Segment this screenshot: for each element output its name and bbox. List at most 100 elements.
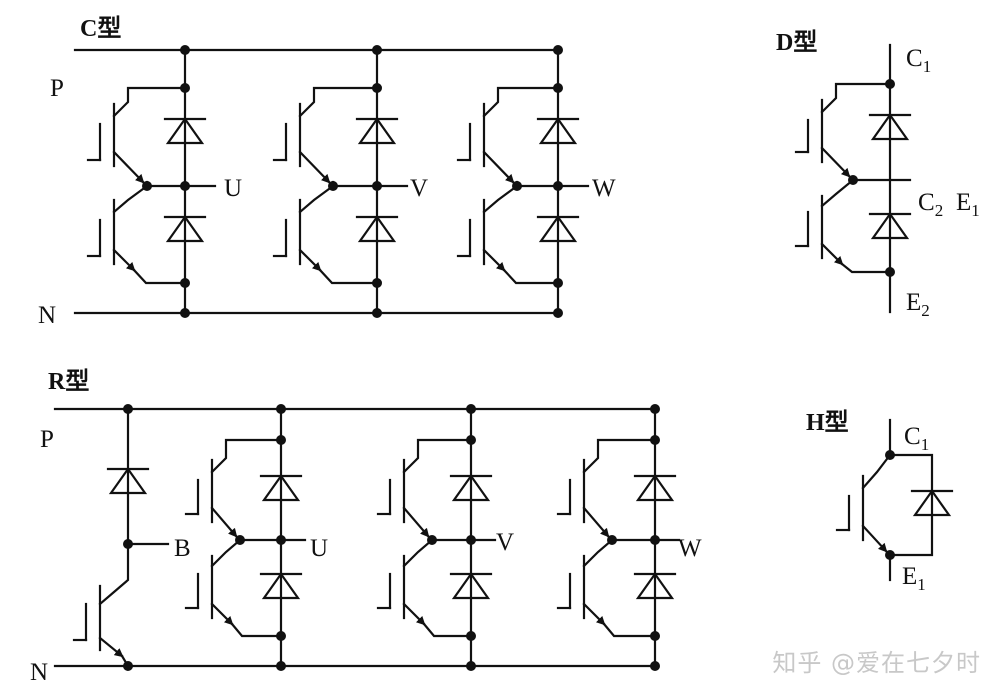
c-leg-1-q1e — [298, 150, 331, 184]
r-leg-2-diode-bottom — [635, 572, 675, 600]
d-diode-bottom — [870, 212, 910, 240]
r-leg-2-dot-node — [607, 535, 617, 545]
r-type-output-w: W — [678, 535, 702, 562]
r-leg-1-dot-c1 — [466, 435, 476, 445]
r-leg-2-dot-p — [650, 404, 660, 414]
h-dot-c — [885, 450, 895, 460]
r-leg-2-diode-top — [635, 474, 675, 502]
d-type-emitter2: E2 — [906, 289, 930, 320]
r-leg-2-dot-mid — [650, 535, 660, 545]
c-leg-1-dot-p — [372, 45, 382, 55]
r-leg-0-dot-n — [276, 661, 286, 671]
r-leg-2-q1c — [582, 438, 657, 474]
h-type-collector: C1 — [904, 423, 929, 454]
c-leg-0-diode-bottom — [165, 215, 205, 243]
h-dot-e — [885, 550, 895, 560]
r-leg-0-q1c — [210, 438, 283, 474]
r-leg-1-diode-bottom — [451, 572, 491, 600]
c-leg-2-q1e — [482, 150, 515, 184]
d-q2e — [820, 242, 844, 266]
r-leg-2-q2e2 — [602, 622, 657, 638]
r-leg-0-dot-e2 — [276, 631, 286, 641]
d-type-mid-c2: C2 — [918, 189, 943, 220]
r-brake-dot-p — [123, 404, 133, 414]
r-leg-1-dot-mid — [466, 535, 476, 545]
c-leg-2-dot-n — [553, 308, 563, 318]
r-brake-dot-n — [123, 661, 133, 671]
c-leg-0-diode-top — [165, 117, 205, 145]
r-leg-1-diode-top — [451, 474, 491, 502]
r-leg-0-dot-node — [235, 535, 245, 545]
c-leg-2-dot-mid — [553, 181, 563, 191]
r-leg-0-q2e — [210, 602, 234, 626]
d-dot-c1 — [885, 79, 895, 89]
h-q-e — [861, 524, 888, 553]
r-brake-dot-b — [123, 539, 133, 549]
r-type-rail-n: N — [30, 659, 48, 686]
r-type-output-v: V — [496, 529, 514, 556]
c-leg-2-dot-node — [512, 181, 522, 191]
r-leg-1-q2e — [402, 602, 426, 626]
r-leg-0-q1e — [210, 506, 238, 538]
c-leg-1-q2e2 — [318, 268, 379, 285]
c-leg-0-dot-p — [180, 45, 190, 55]
c-leg-1-q2e — [298, 248, 322, 272]
c-leg-0-dot-e2 — [180, 278, 190, 288]
r-leg-1-dot-node — [427, 535, 437, 545]
c-leg-1-dot-c1 — [372, 83, 382, 93]
c-leg-1-q2c — [298, 184, 335, 214]
c-leg-1-dot-n — [372, 308, 382, 318]
d-dot-e2 — [885, 267, 895, 277]
c-leg-0-q1e — [112, 150, 145, 184]
watermark: 知乎 @爱在七夕时 — [772, 649, 981, 677]
c-leg-1-diode-top — [357, 117, 397, 145]
c-leg-2-diode-bottom — [538, 215, 578, 243]
c-leg-1-dot-mid — [372, 181, 382, 191]
d-diode-top — [870, 113, 910, 141]
r-leg-1-q2e2 — [422, 622, 473, 638]
c-leg-2-q2e — [482, 248, 506, 272]
c-leg-0-dot-n — [180, 308, 190, 318]
r-type-title: R型 — [48, 368, 89, 395]
c-type-rail-n: N — [38, 302, 56, 329]
d-type-mid-e1: E1 — [956, 189, 980, 220]
r-leg-2-dot-c1 — [650, 435, 660, 445]
h-diode-loop — [888, 453, 934, 557]
c-leg-2-diode-top — [538, 117, 578, 145]
r-leg-0-q2e2 — [230, 622, 283, 638]
d-q1c — [820, 82, 892, 114]
r-leg-2-q2c — [582, 538, 614, 568]
d-type-title: D型 — [776, 29, 817, 56]
r-leg-0-dot-p — [276, 404, 286, 414]
c-leg-2-dot-c1 — [553, 83, 563, 93]
d-q2e2 — [840, 262, 892, 274]
r-leg-0-diode-top — [261, 474, 301, 502]
c-leg-2-q2e2 — [502, 268, 560, 285]
c-leg-1-dot-node — [328, 181, 338, 191]
c-leg-0-q1c — [112, 86, 187, 118]
r-qb-e — [98, 636, 124, 658]
c-leg-0-dot-node — [142, 181, 152, 191]
r-brake-diode — [108, 467, 148, 495]
r-leg-2-q1e — [582, 506, 610, 538]
d-q1e — [820, 146, 851, 178]
c-leg-0-dot-mid — [180, 181, 190, 191]
r-leg-1-dot-p — [466, 404, 476, 414]
c-type-output-v: V — [410, 175, 428, 202]
c-leg-1-dot-e2 — [372, 278, 382, 288]
r-leg-1-q1e — [402, 506, 430, 538]
h-q-c — [861, 453, 892, 490]
c-leg-0-dot-c1 — [180, 83, 190, 93]
r-leg-0-diode-bottom — [261, 572, 301, 600]
c-type-output-u: U — [224, 175, 242, 202]
r-leg-1-dot-n — [466, 661, 476, 671]
c-leg-2-q2c — [482, 184, 519, 214]
r-leg-0-q2c — [210, 538, 242, 568]
r-leg-2-q2e — [582, 602, 606, 626]
r-type-brake-b: B — [174, 535, 191, 562]
c-leg-2-q1c — [482, 86, 560, 118]
r-type-rail-p: P — [40, 426, 54, 453]
r-leg-0-dot-mid — [276, 535, 286, 545]
d-q2c — [820, 178, 855, 208]
